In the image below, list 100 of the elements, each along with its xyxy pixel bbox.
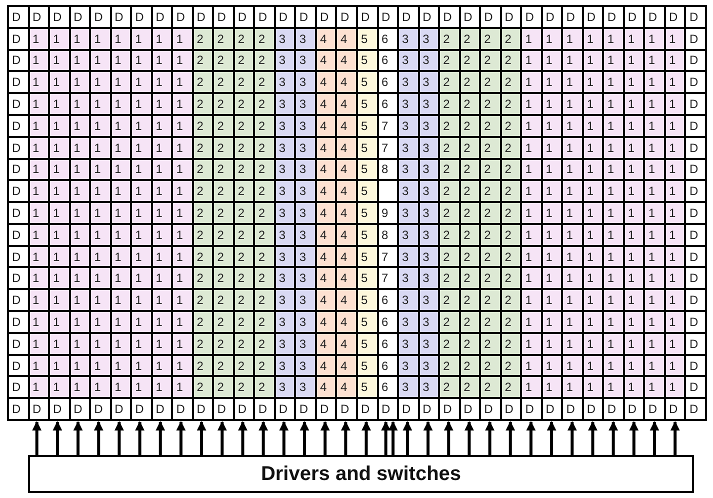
grid-cell: 2	[440, 246, 461, 268]
grid-cell: 2	[214, 268, 235, 290]
grid-cell: 1	[50, 138, 71, 160]
grid-cell: 4	[316, 377, 338, 400]
grid-cell: 2	[214, 94, 235, 116]
grid-cell: 1	[70, 246, 92, 268]
grid-cell: 1	[30, 28, 50, 51]
grid-cell: D	[194, 399, 214, 421]
grid-cell: 1	[604, 160, 625, 182]
grid-cell: 1	[70, 72, 92, 94]
grid-cell: 2	[460, 356, 482, 378]
grid-cell: 4	[316, 224, 338, 247]
grid-cell: 2	[460, 160, 482, 182]
grid-cell: 2	[481, 50, 502, 72]
grid-cell: 7	[378, 116, 400, 138]
grid-cell: 6	[378, 50, 400, 72]
grid-cell: 2	[234, 224, 256, 247]
grid-cell: 1	[666, 312, 686, 334]
grid-cell: 2	[255, 356, 276, 378]
grid-cell: 2	[194, 268, 214, 290]
grid-cell: 1	[152, 334, 174, 356]
grid-cell: 1	[30, 312, 50, 334]
grid-cell: 1	[604, 246, 625, 268]
grid-cell: 3	[420, 94, 440, 116]
grid-cell: 1	[112, 138, 132, 160]
grid-cell: 1	[522, 312, 543, 334]
grid-cell: 1	[542, 224, 564, 247]
grid-cell: D	[686, 312, 707, 334]
grid-cell: 1	[30, 181, 50, 204]
grid-cell: 1	[152, 50, 174, 72]
grid-cell: 1	[70, 224, 92, 247]
arrow	[402, 421, 412, 455]
grid-cell: 2	[234, 246, 256, 268]
grid-cell: 2	[481, 377, 502, 400]
grid-cell: 2	[481, 72, 502, 94]
grid-cell: 1	[152, 94, 174, 116]
grid-cell: 1	[173, 116, 194, 138]
grid-cell: D	[296, 399, 317, 421]
grid-cell: 1	[563, 312, 584, 334]
grid-cell: 1	[645, 72, 666, 94]
grid-cell: 3	[296, 181, 317, 204]
arrow	[464, 421, 474, 455]
arrow	[32, 421, 42, 455]
grid-cell: 5	[358, 203, 379, 225]
grid-cell: 3	[420, 377, 440, 400]
grid-cell: D	[70, 7, 92, 29]
grid-cell: 2	[194, 50, 214, 72]
grid-cell: 2	[460, 181, 482, 204]
grid-cell: 4	[316, 356, 338, 378]
grid-cell: 2	[460, 138, 482, 160]
grid-cell: D	[624, 7, 646, 29]
grid-cell: 2	[194, 290, 214, 312]
grid-cell: 1	[91, 138, 112, 160]
grid-cell: 3	[296, 138, 317, 160]
grid-cell: 1	[522, 377, 543, 400]
grid-cell: 1	[666, 72, 686, 94]
grid-cell: 3	[276, 28, 296, 51]
grid-cell: 5	[358, 290, 379, 312]
grid-cell: 1	[173, 377, 194, 400]
grid-cell: 2	[194, 356, 214, 378]
grid-cell: D	[9, 160, 30, 182]
grid-cell: 2	[214, 356, 235, 378]
grid-cell: 2	[502, 246, 522, 268]
grid-cell: 2	[502, 94, 522, 116]
grid-cell: D	[686, 72, 707, 94]
grid-cell: 2	[460, 290, 482, 312]
grid-cell: 1	[604, 138, 625, 160]
grid-cell: 1	[563, 203, 584, 225]
grid-cell: 1	[542, 312, 564, 334]
grid-cell: 1	[132, 72, 153, 94]
grid-cell: 3	[276, 160, 296, 182]
grid-cell: 3	[276, 377, 296, 400]
grid-cell: 1	[522, 181, 543, 204]
arrow	[526, 421, 536, 455]
arrow	[546, 421, 556, 455]
grid-cell: D	[686, 224, 707, 247]
grid-cell: 2	[481, 312, 502, 334]
grid-cell: 1	[624, 290, 646, 312]
grid-cell: D	[645, 399, 666, 421]
grid-cell: 1	[152, 290, 174, 312]
grid-cell: 1	[112, 290, 132, 312]
grid-cell: D	[9, 268, 30, 290]
grid-cell: D	[502, 7, 522, 29]
grid-cell: 6	[378, 290, 400, 312]
grid-cell: 4	[316, 116, 338, 138]
grid-cell: 2	[234, 160, 256, 182]
grid-cell: 5	[358, 356, 379, 378]
grid-cell: D	[276, 7, 296, 29]
arrow	[388, 421, 398, 455]
grid-cell: 2	[481, 268, 502, 290]
arrow	[423, 421, 433, 455]
grid-cell: 2	[460, 116, 482, 138]
grid-cell: 2	[440, 116, 461, 138]
grid-cell: D	[502, 399, 522, 421]
grid-cell: D	[234, 7, 256, 29]
grid-cell: 1	[70, 50, 92, 72]
grid-cell: 2	[460, 268, 482, 290]
grid-cell: 1	[152, 138, 174, 160]
grid-cell: 1	[70, 28, 92, 51]
grid-cell: 4	[316, 312, 338, 334]
